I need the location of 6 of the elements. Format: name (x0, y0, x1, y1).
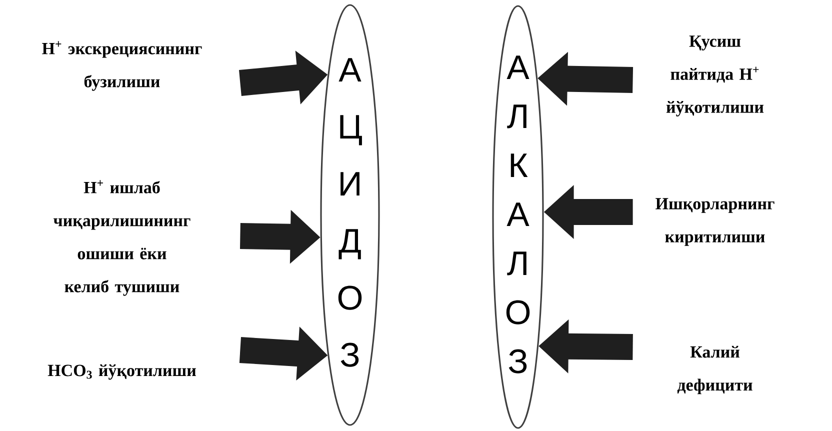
cause-text: Ишқорларнинг киритилиши (656, 198, 774, 246)
cause-text: HCO$_{3}$ йўқотилиши (48, 364, 196, 380)
cause-text: H$^{+}$ экскрециясининг бузилиши (42, 41, 202, 91)
cause-text: Қусиш пайтида H$^{+}$ йўқотилиши (666, 36, 764, 116)
cause-text: H$^{+}$ ишлаб чиқарилишининг ошиши ёки келиб тушиши (54, 180, 190, 296)
cause-text: Калий дефицити (677, 346, 752, 394)
